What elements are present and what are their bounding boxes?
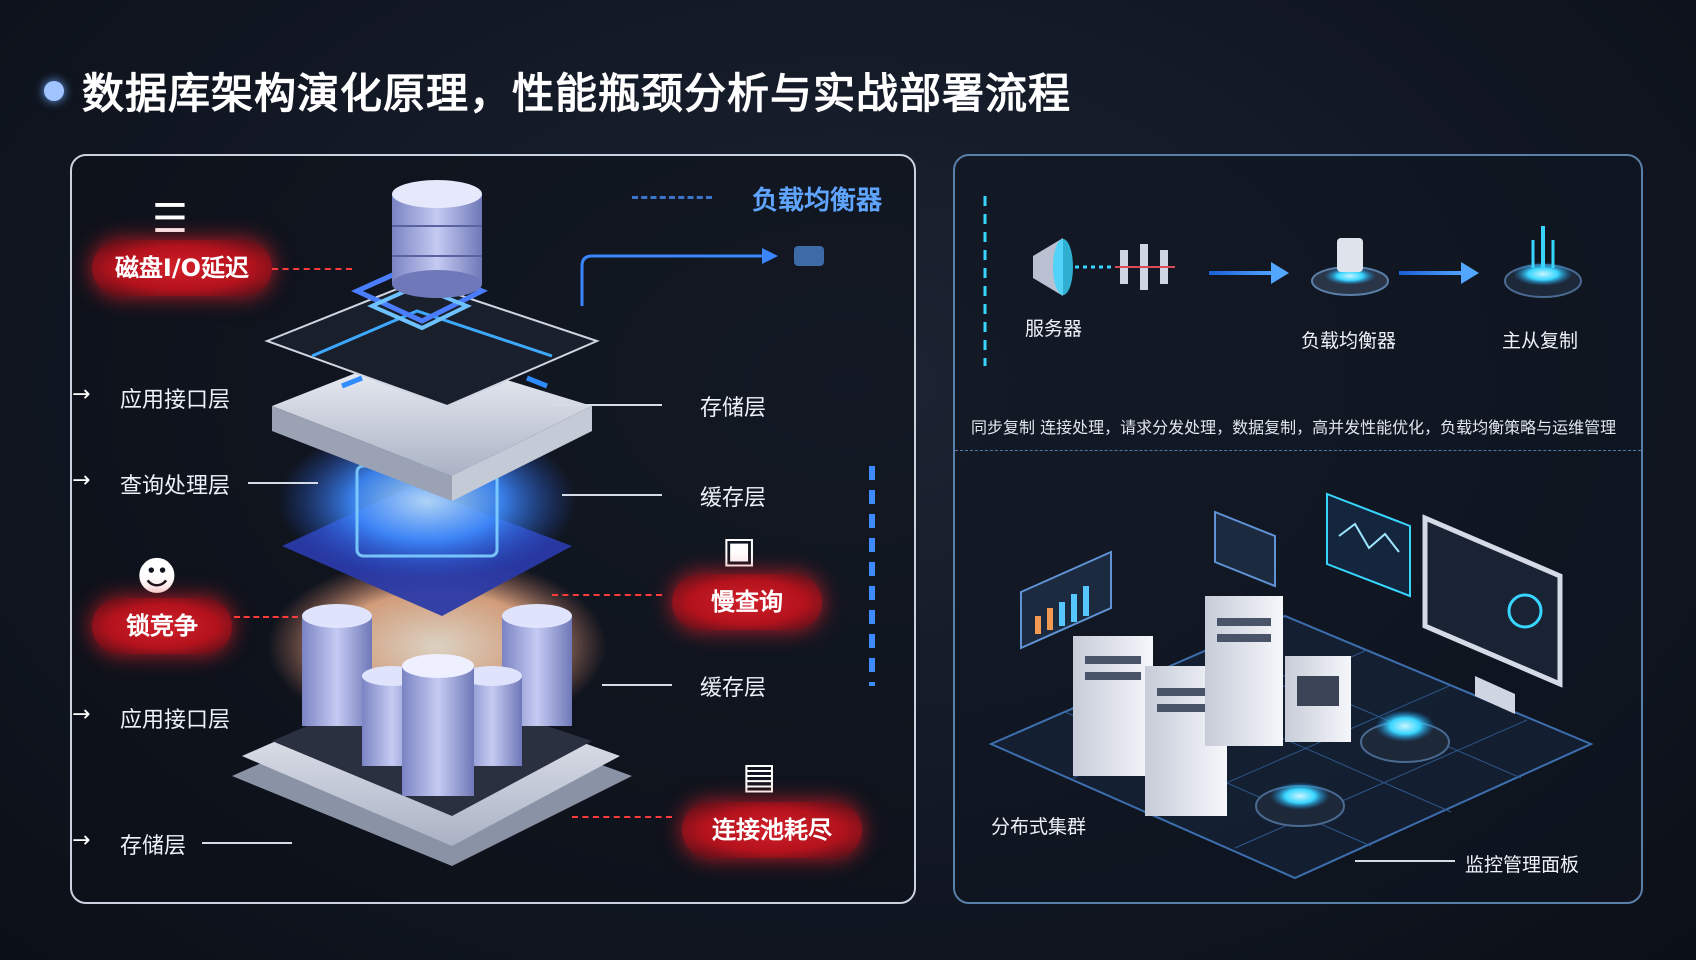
flow-arrow-icon xyxy=(1209,262,1289,284)
list-panel-icon xyxy=(1214,510,1276,588)
top-slab xyxy=(264,279,600,408)
leader-line xyxy=(602,684,672,686)
layer-label-query: 查询处理层 xyxy=(120,474,231,499)
arrow-right-icon: → xyxy=(72,828,91,853)
badge-label: 锁竞争 xyxy=(126,612,198,640)
badge-pool-exhausted: 连接池耗尽 xyxy=(682,802,862,858)
flow-connector-line xyxy=(580,254,762,306)
layer-label-storage: 存储层 xyxy=(120,834,187,859)
printer-icon: ▤ xyxy=(742,756,777,797)
cluster-label: 分布式集群 xyxy=(991,816,1087,838)
leader-line xyxy=(552,404,662,406)
database-icon: ☰ xyxy=(152,196,188,242)
badge-label: 连接池耗尽 xyxy=(712,816,832,844)
top-db-cylinder-icon xyxy=(392,180,482,298)
page-title: 数据库架构演化原理，性能瓶颈分析与实战部署流程 xyxy=(82,69,1072,118)
deployment-panel: 服务器 负载均衡器 主从复制 同步复制 连接处理，请求分发处理，数据复制，高并发… xyxy=(953,154,1643,904)
deployment-illustration xyxy=(983,196,1594,880)
master-slave-icon xyxy=(1504,226,1582,298)
top-slab-glow-edge xyxy=(311,309,553,358)
monitor-label: 监控管理面板 xyxy=(1465,854,1580,876)
leader-line xyxy=(202,842,292,844)
glow-pad-icon xyxy=(1255,710,1450,827)
bar-chart-panel-icon xyxy=(1020,550,1112,650)
arrow-right-icon: → xyxy=(72,382,91,407)
layer-label-app-2: 应用接口层 xyxy=(120,708,231,733)
db-cylinder-cluster xyxy=(302,604,572,796)
layer-label-storage-right: 存储层 xyxy=(700,396,767,421)
layer-label-cache-1: 缓存层 xyxy=(700,486,767,511)
title-row: 数据库架构演化原理，性能瓶颈分析与实战部署流程 xyxy=(44,60,1071,121)
expand-arrows-icon xyxy=(341,375,548,389)
load-balancer-icon xyxy=(1311,238,1389,296)
db-stack-illustration xyxy=(232,180,875,866)
red-dash-link xyxy=(572,816,672,818)
robot-icon: ☻ xyxy=(136,554,178,600)
gateway-icon xyxy=(794,246,824,266)
flow-arrow-head-icon xyxy=(762,248,778,264)
header-tag: 负载均衡器 xyxy=(752,186,883,216)
server-flow-icon xyxy=(1033,238,1175,296)
header-dash xyxy=(632,196,712,199)
red-dash-link xyxy=(552,594,662,596)
section-divider xyxy=(955,450,1641,451)
layer-label-cache-2: 缓存层 xyxy=(700,676,767,701)
storage-slab-side-left xyxy=(272,406,452,501)
badge-slow-query: 慢查询 xyxy=(672,574,822,630)
badge-label: 磁盘I/O延迟 xyxy=(114,254,250,282)
flow-label-load-balancer: 负载均衡器 xyxy=(1301,330,1397,352)
badge-lock-contention: 锁竞争 xyxy=(92,598,232,654)
line-chart-panel-icon xyxy=(1326,492,1411,598)
badge-disk-io: 磁盘I/O延迟 xyxy=(92,240,272,296)
storage-slab-side-right xyxy=(452,406,592,501)
badge-label: 慢查询 xyxy=(711,588,783,616)
leader-line xyxy=(562,494,662,496)
monitor-icon xyxy=(1422,514,1563,714)
server-rack-icon xyxy=(1073,596,1351,816)
leader-line xyxy=(248,482,318,484)
flow-label-replication: 主从复制 xyxy=(1502,330,1579,352)
flow-label-server: 服务器 xyxy=(1025,318,1083,340)
arrow-right-icon: → xyxy=(72,468,91,493)
layer-label-app-1: 应用接口层 xyxy=(120,388,231,413)
server-icon: ▣ xyxy=(722,530,757,571)
flow-description: 同步复制 连接处理，请求分发处理，数据复制，高并发性能优化，负载均衡策略与运维管… xyxy=(971,418,1617,437)
bullet-dot-icon xyxy=(44,80,64,101)
flow-arrow-icon xyxy=(1399,262,1479,284)
architecture-panel: 负载均衡器 → 应用接口层 → 查询处理层 → 应用接口层 → 存储层 存储层 … xyxy=(70,154,916,904)
red-dash-link xyxy=(234,616,298,618)
red-dash-link xyxy=(272,268,352,270)
arrow-right-icon: → xyxy=(72,702,91,727)
